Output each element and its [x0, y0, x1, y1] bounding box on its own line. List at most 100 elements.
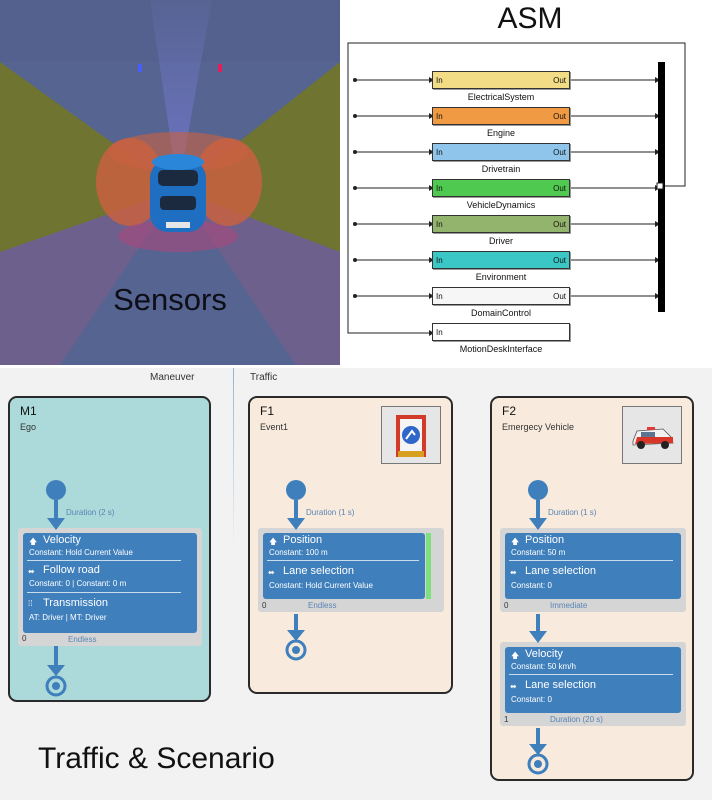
segment-end-condition: Duration (20 s)	[550, 715, 603, 724]
active-segment-indicator	[426, 533, 431, 599]
block-in-port: In	[436, 76, 443, 85]
segment-index: 0	[262, 601, 267, 610]
segment-block[interactable]: 🡅 Velocity Constant: 50 km/h ⬌ Lane sele…	[505, 647, 681, 713]
row-detail: Constant: 0	[511, 581, 552, 590]
sensors-label: Sensors	[113, 282, 227, 317]
segment-end-condition: Immediate	[550, 601, 588, 610]
asm-title: ASM	[497, 2, 563, 35]
row-title: Follow road	[43, 564, 100, 576]
row-title: Velocity	[525, 648, 563, 660]
block-in-port: In	[436, 292, 443, 301]
row-title: Lane selection	[525, 679, 596, 691]
block-out-port: Out	[553, 184, 566, 193]
row-detail: Constant: Hold Current Value	[29, 548, 133, 557]
asm-block-label: ElectricalSystem	[467, 92, 535, 102]
asm-block-engine[interactable]: In Out	[432, 107, 570, 125]
maneuver-column-header: Maneuver	[150, 372, 195, 383]
velocity-icon: 🡅	[29, 537, 38, 546]
segment-index: 0	[22, 634, 27, 643]
end-node-icon	[285, 639, 307, 661]
block-out-port: Out	[553, 148, 566, 157]
asm-block-environment[interactable]: In Out	[432, 251, 570, 269]
card-subtitle: Event1	[260, 422, 289, 432]
row-detail: Constant: 100 m	[269, 548, 328, 557]
segment-block[interactable]: 🡅 Position Constant: 50 m ⬌ Lane selecti…	[505, 533, 681, 599]
start-node-icon	[528, 480, 548, 500]
row-detail: Constant: 0 | Constant: 0 m	[29, 579, 127, 588]
traffic-card-f2[interactable]: F2 Emergecy Vehicle Duration (1 s) 🡅 Pos…	[490, 396, 694, 781]
scenario-panel: Maneuver Traffic M1 Ego Duration (2 s) 🡅…	[0, 368, 712, 800]
segment-index: 0	[504, 601, 509, 610]
target-object-red	[218, 64, 222, 72]
sensor-zone-front	[108, 132, 248, 172]
segment-block[interactable]: 🡅 Position Constant: 100 m ⬌ Lane select…	[263, 533, 425, 599]
event-thumbnail	[381, 406, 441, 464]
ego-car	[150, 154, 206, 232]
block-in-port: In	[436, 184, 443, 193]
velocity-icon: 🡅	[511, 651, 520, 660]
asm-block-vehicledynamics[interactable]: In Out	[432, 179, 570, 197]
row-title: Lane selection	[283, 565, 354, 577]
row-detail: Constant: 0	[511, 695, 552, 704]
block-out-port: Out	[553, 292, 566, 301]
start-node-icon	[286, 480, 306, 500]
row-title: Lane selection	[525, 565, 596, 577]
target-object-blue	[138, 64, 142, 72]
traffic-column-header: Traffic	[250, 372, 278, 383]
row-title: Position	[525, 534, 565, 546]
asm-block-label: Engine	[486, 128, 516, 138]
block-in-port: In	[436, 220, 443, 229]
block-in-port: In	[436, 148, 443, 157]
transmission-icon: ⁞⁞	[28, 599, 33, 608]
asm-block-label: MotionDeskInterface	[459, 344, 543, 354]
segment-duration: Duration (1 s)	[306, 508, 355, 517]
segment-duration: Duration (2 s)	[66, 508, 115, 517]
start-node-icon	[46, 480, 66, 500]
row-detail: AT: Driver | MT: Driver	[29, 613, 107, 622]
asm-block-driver[interactable]: In Out	[432, 215, 570, 233]
segment-end-condition: Endless	[308, 601, 337, 610]
block-out-port: Out	[553, 256, 566, 265]
end-node-icon	[527, 753, 549, 775]
traffic-card-f1[interactable]: F1 Event1 Duration (1 s) 🡅 Position Cons…	[248, 396, 453, 694]
position-icon: 🡅	[269, 537, 278, 546]
asm-block-label: Drivetrain	[481, 164, 521, 174]
segment-duration: Duration (1 s)	[548, 508, 597, 517]
asm-block-label: VehicleDynamics	[466, 200, 536, 210]
row-title: Transmission	[43, 597, 108, 609]
asm-block-motiondeskinterface[interactable]: In	[432, 323, 570, 341]
asm-block-label: Driver	[489, 236, 513, 246]
segment-end-condition: Endless	[68, 635, 97, 644]
sensor-zone-rear	[118, 220, 238, 252]
card-id: F1	[260, 404, 275, 418]
asm-block-label: DomainControl	[470, 308, 532, 318]
maneuver-card-m1[interactable]: M1 Ego Duration (2 s) 🡅 Velocity Constan…	[8, 396, 211, 702]
row-detail: Constant: 50 km/h	[511, 662, 576, 671]
block-out-port: Out	[553, 112, 566, 121]
segment-block[interactable]: 🡅 Velocity Constant: Hold Current Value …	[23, 533, 197, 633]
block-in-port: In	[436, 256, 443, 265]
position-icon: 🡅	[511, 537, 520, 546]
warning-sign-icon	[396, 415, 426, 457]
card-id: F2	[502, 404, 517, 418]
row-detail: Constant: 50 m	[511, 548, 566, 557]
block-in-port: In	[436, 328, 443, 337]
column-separator	[233, 368, 234, 548]
front-radar-beam	[150, 0, 212, 190]
row-detail: Constant: Hold Current Value	[269, 581, 373, 590]
asm-block-electricalsystem[interactable]: In Out	[432, 71, 570, 89]
follow-road-icon: ⬌	[28, 567, 35, 576]
lane-selection-icon: ⬌	[510, 682, 517, 691]
asm-block-drivetrain[interactable]: In Out	[432, 143, 570, 161]
sensor-simulation-view	[0, 0, 340, 365]
block-in-port: In	[436, 112, 443, 121]
row-title: Position	[283, 534, 323, 546]
asm-block-domaincontrol[interactable]: In Out	[432, 287, 570, 305]
block-out-port: Out	[553, 76, 566, 85]
segment-index: 1	[504, 715, 509, 724]
block-out-port: Out	[553, 220, 566, 229]
card-id: M1	[20, 404, 37, 418]
asm-wiring	[347, 42, 686, 336]
end-node-icon	[45, 675, 67, 697]
